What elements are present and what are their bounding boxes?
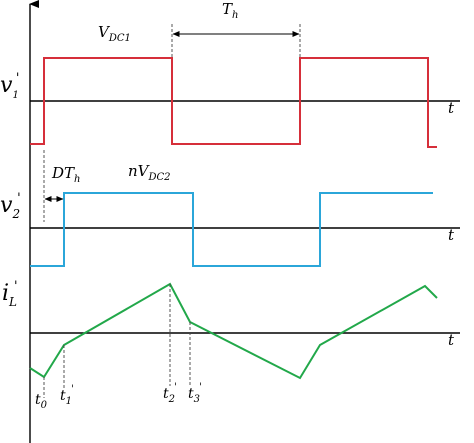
t3-label: t3' — [188, 382, 202, 405]
v1-waveform — [30, 57, 437, 148]
v1-time-axis-label: t — [448, 99, 455, 117]
iL-time-axis-label: t — [448, 331, 455, 349]
vdc1-label: VDC1 — [98, 23, 131, 44]
v1-label: v1' — [0, 71, 19, 101]
t1-label: t1' — [60, 384, 74, 407]
v2-time-axis-label: t — [448, 226, 455, 244]
th-label: Th — [222, 0, 238, 21]
t0-label: t0 — [35, 392, 48, 411]
dth-label: DTh — [51, 164, 80, 185]
t2-label: t2' — [163, 382, 177, 405]
iL-label: iL' — [2, 279, 18, 309]
v2-waveform — [30, 192, 433, 267]
iL-waveform — [29, 282, 438, 380]
nvdc2-label: nVDC2 — [128, 162, 171, 183]
v2-label: v2' — [0, 191, 21, 221]
